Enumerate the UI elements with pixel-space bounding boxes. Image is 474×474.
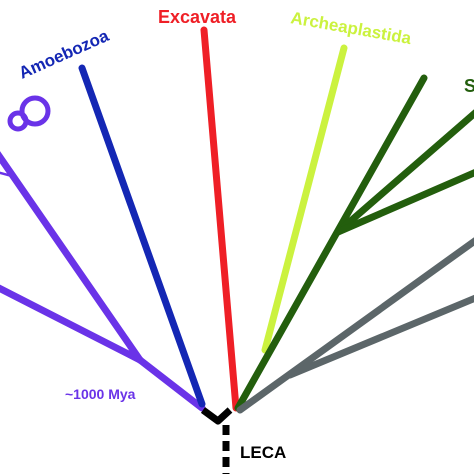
label-excavata: Excavata bbox=[158, 7, 237, 27]
branch-red bbox=[200, 26, 240, 412]
label-leca: LECA bbox=[240, 443, 286, 462]
branch-dark-green bbox=[234, 74, 474, 412]
label-amoebozoa: Amoebozoa bbox=[16, 26, 112, 83]
branch-gray bbox=[236, 237, 474, 414]
label-age: ~1000 Mya bbox=[65, 386, 136, 402]
label-archeaplastida: Archeaplastida bbox=[289, 8, 413, 48]
branch-purple bbox=[0, 151, 206, 412]
cell-icon bbox=[7, 95, 51, 132]
branch-root bbox=[200, 407, 233, 474]
branch-lime bbox=[261, 44, 348, 354]
label-clipped-left: I bbox=[0, 170, 15, 179]
branch-blue bbox=[78, 64, 206, 408]
label-clipped-right: S bbox=[464, 76, 474, 96]
